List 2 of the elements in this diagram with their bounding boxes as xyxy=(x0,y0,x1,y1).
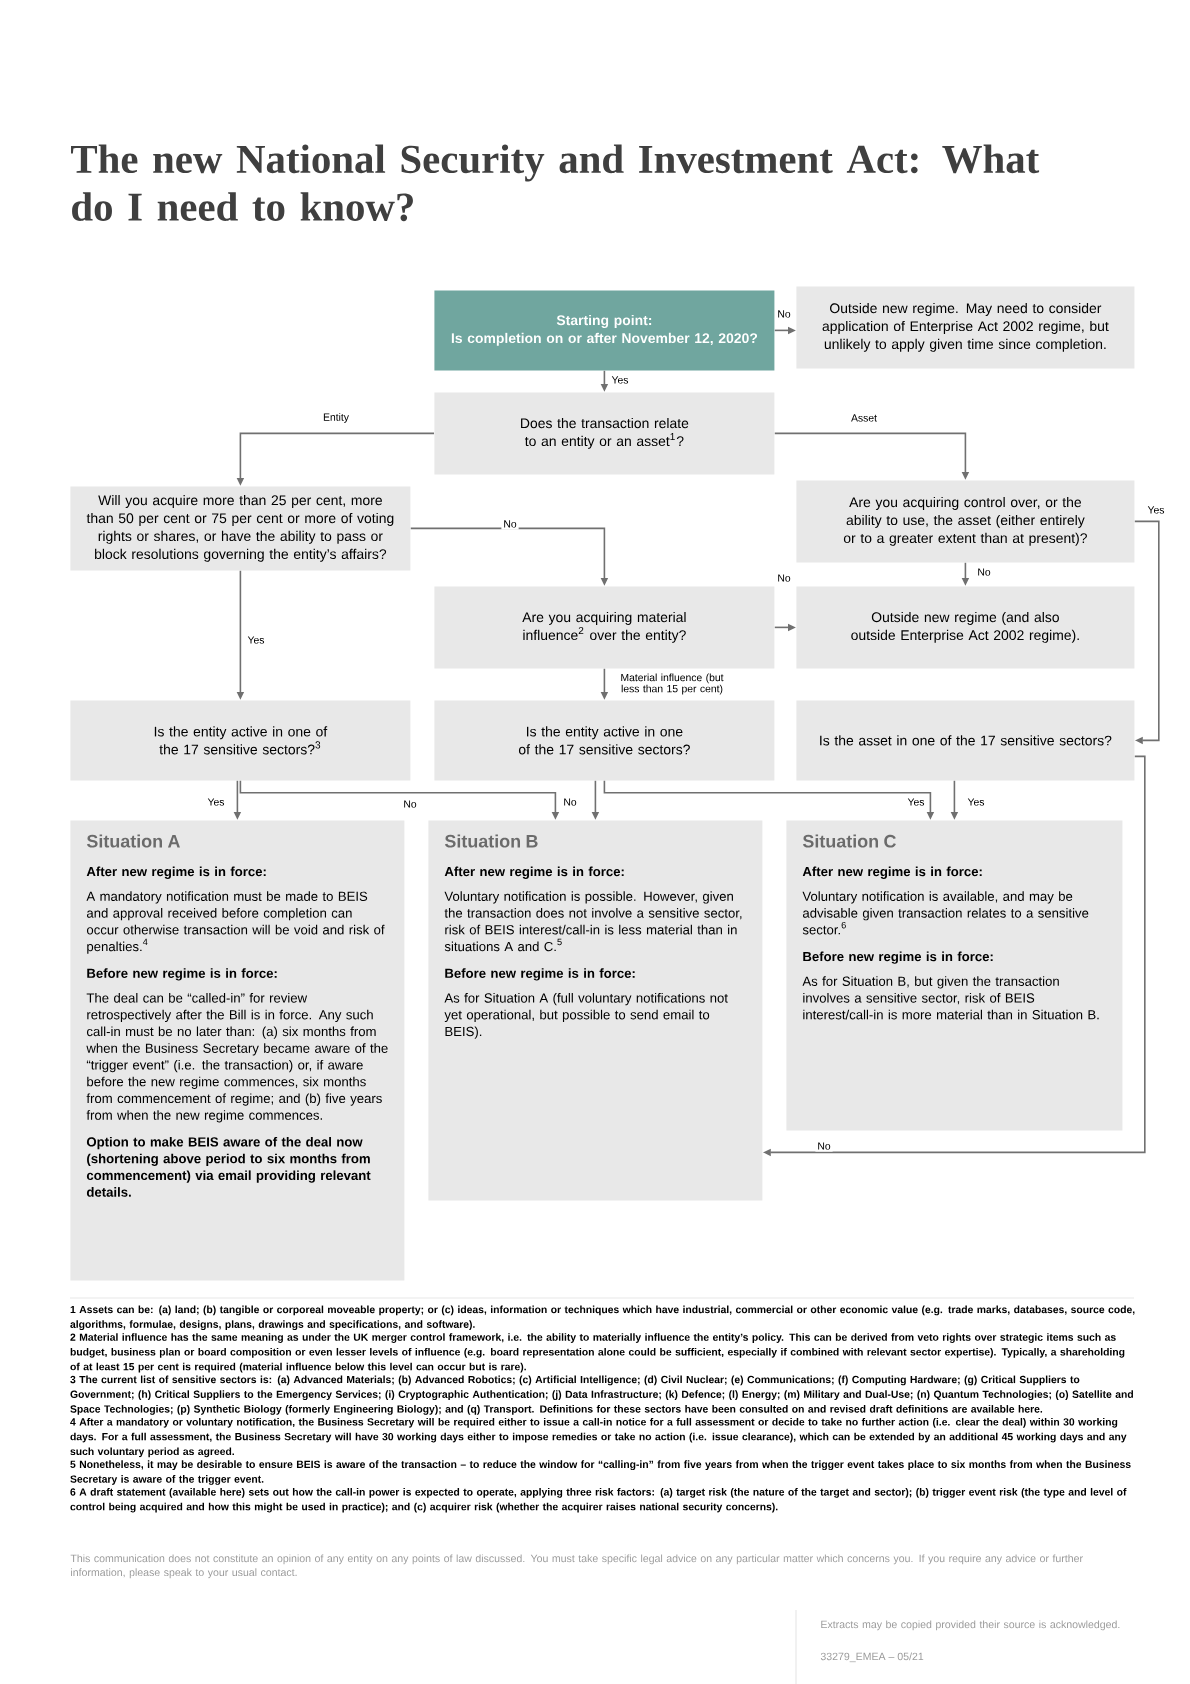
arrow xyxy=(1134,520,1160,745)
title: The new National Security and Investment Act: What do I need to know? xyxy=(71,144,1040,222)
